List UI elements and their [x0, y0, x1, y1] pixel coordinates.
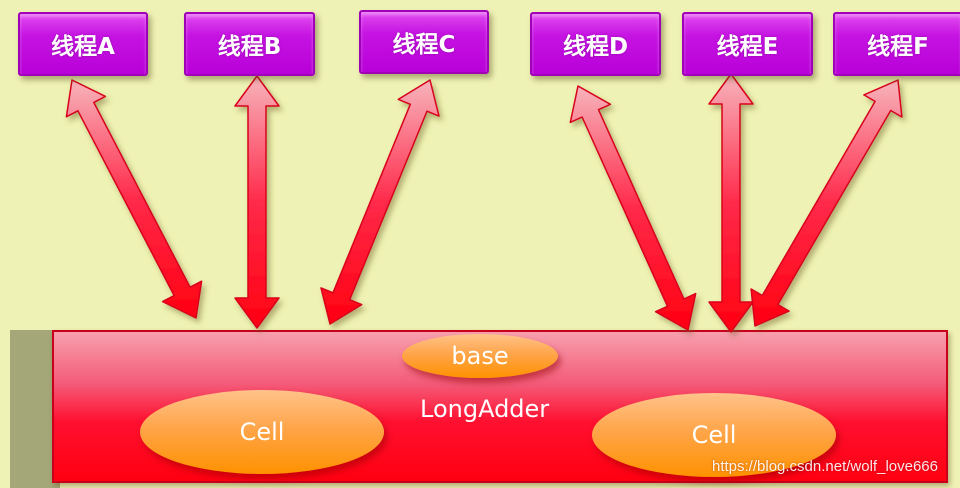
thread-a-box: 线程A	[18, 12, 148, 76]
base-label: base	[451, 342, 509, 370]
arrow-thread-e	[708, 73, 754, 333]
cell-label-2: Cell	[691, 421, 737, 449]
arrow-thread-c	[320, 79, 440, 325]
watermark-url: https://blog.csdn.net/wolf_love666	[712, 458, 938, 475]
thread-e-box: 线程E	[682, 12, 813, 76]
cell-ellipse-2: Cell	[592, 393, 836, 477]
thread-f-label: 线程F	[867, 34, 929, 60]
thread-c-box: 线程C	[359, 10, 489, 74]
thread-e-label: 线程E	[716, 34, 779, 60]
thread-c-label: 线程C	[392, 32, 456, 58]
cell-label-1: Cell	[239, 418, 285, 446]
arrow-thread-a	[65, 79, 203, 319]
thread-a-label: 线程A	[51, 34, 115, 60]
longadder-label: LongAdder	[420, 395, 550, 423]
thread-b-label: 线程B	[217, 34, 282, 60]
thread-d-box: 线程D	[530, 12, 661, 76]
left-strip-decoration	[10, 330, 60, 488]
arrow-thread-d	[569, 85, 697, 331]
base-ellipse: base	[402, 334, 558, 378]
thread-d-label: 线程D	[562, 34, 629, 60]
arrow-thread-f	[750, 79, 903, 327]
thread-f-box: 线程F	[833, 12, 960, 76]
thread-b-box: 线程B	[184, 12, 315, 76]
cell-ellipse-1: Cell	[140, 390, 384, 474]
arrow-thread-b	[234, 75, 280, 329]
